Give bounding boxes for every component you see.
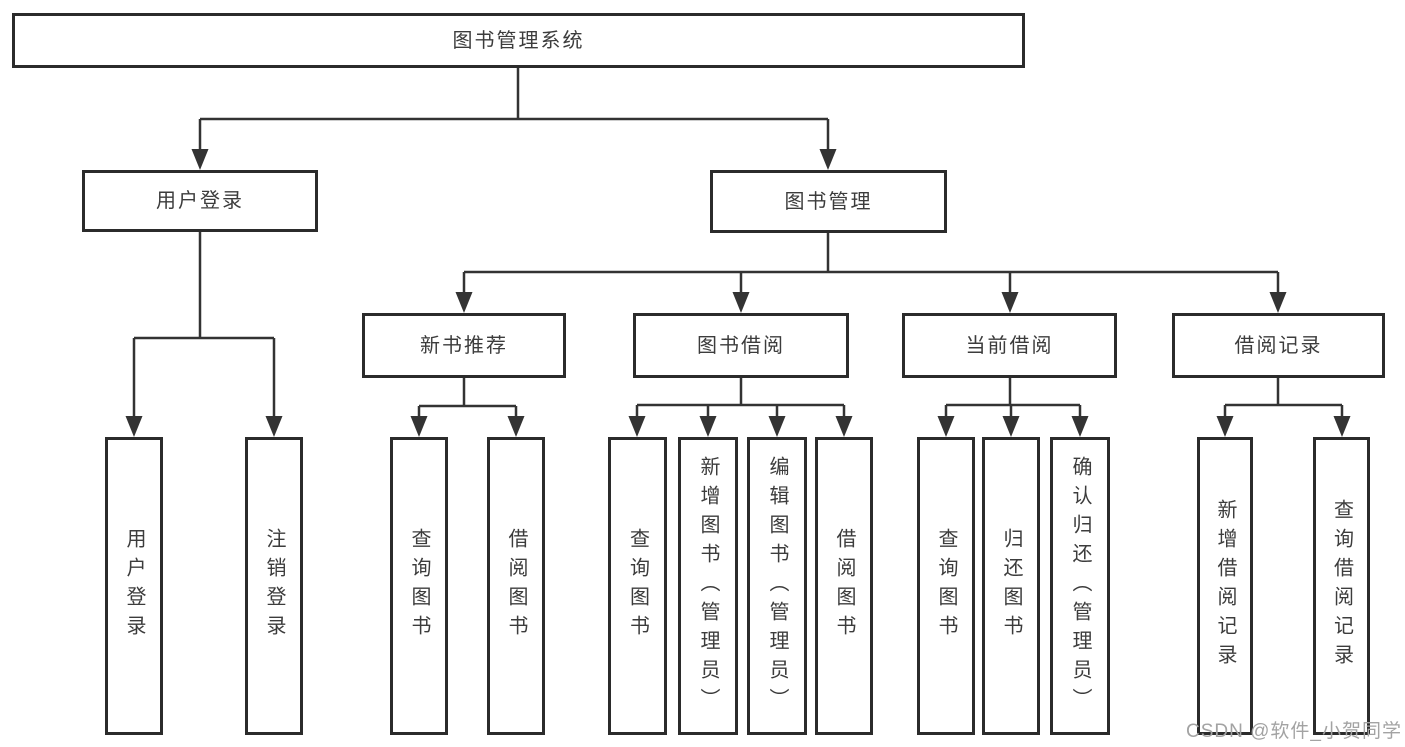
leaf-add-books-admin: 新增图书（管理员） — [678, 437, 738, 735]
arrowhead-icon — [125, 416, 143, 437]
leaf-query-books-borrow: 查询图书 — [608, 437, 667, 735]
node-root-library-system: 图书管理系统 — [12, 13, 1025, 68]
arrowhead-icon — [507, 416, 525, 437]
node-user-login: 用户登录 — [82, 170, 318, 232]
leaf-confirm-return-admin: 确认归还（管理员） — [1050, 437, 1110, 735]
leaf-user-login: 用户登录 — [105, 437, 163, 735]
connector-newbook-to-leaves — [417, 378, 518, 420]
arrowhead-icon — [819, 149, 837, 170]
leaf-borrow-books: 借阅图书 — [815, 437, 873, 735]
connector-bookmgmt-to-level3 — [462, 233, 1280, 296]
arrowhead-icon — [732, 292, 750, 313]
arrowhead-icon — [628, 416, 646, 437]
arrowhead-icon — [768, 416, 786, 437]
arrowhead-icon — [1002, 416, 1020, 437]
arrowhead-icon — [455, 292, 473, 313]
arrowhead-icon — [1001, 292, 1019, 313]
leaf-add-borrow-record: 新增借阅记录 — [1197, 437, 1253, 735]
arrowhead-icon — [1269, 292, 1287, 313]
leaf-query-borrow-record: 查询借阅记录 — [1313, 437, 1370, 735]
node-borrow-records: 借阅记录 — [1172, 313, 1385, 378]
arrowhead-icon — [1333, 416, 1351, 437]
arrowhead-icon — [191, 149, 209, 170]
arrowhead-icon — [937, 416, 955, 437]
node-new-book-recommend: 新书推荐 — [362, 313, 566, 378]
node-book-borrow: 图书借阅 — [633, 313, 849, 378]
csdn-watermark: CSDN @软件_小贺同学 — [1186, 721, 1402, 742]
connector-userlogin-to-leaves — [132, 232, 276, 419]
connector-currentborrow-to-leaves — [944, 378, 1082, 420]
leaf-query-books-recommend: 查询图书 — [390, 437, 448, 735]
connector-bookborrow-to-leaves — [635, 378, 846, 420]
node-current-borrow: 当前借阅 — [902, 313, 1117, 378]
arrowhead-icon — [699, 416, 717, 437]
node-book-management: 图书管理 — [710, 170, 947, 233]
leaf-edit-books-admin: 编辑图书（管理员） — [747, 437, 807, 735]
arrowhead-icon — [265, 416, 283, 437]
arrowhead-icon — [1216, 416, 1234, 437]
leaf-logout-login: 注销登录 — [245, 437, 303, 735]
leaf-query-books-current: 查询图书 — [917, 437, 975, 735]
leaf-return-books: 归还图书 — [982, 437, 1040, 735]
arrowhead-icon — [410, 416, 428, 437]
connector-borrowrecord-to-leaves — [1223, 378, 1344, 420]
arrowhead-icon — [835, 416, 853, 437]
leaf-borrow-books-recommend: 借阅图书 — [487, 437, 545, 735]
arrowhead-icon — [1071, 416, 1089, 437]
connector-root-to-level2 — [198, 68, 830, 152]
